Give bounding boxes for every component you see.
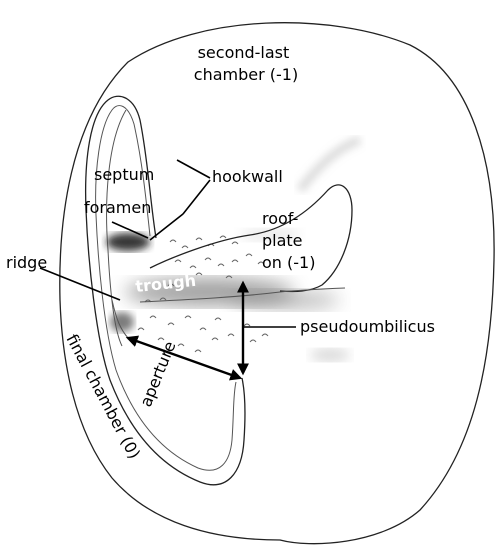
label-pseudoumbilicus: pseudoumbilicus xyxy=(300,317,435,336)
label-ridge: ridge xyxy=(6,253,47,272)
label-second-last-chamber: second-last chamber (-1) xyxy=(194,43,298,84)
label-septum: septum xyxy=(94,165,154,184)
label-aperture: aperture xyxy=(136,339,179,410)
label-foramen: foramen xyxy=(84,198,151,217)
measure-arrows xyxy=(125,280,249,381)
label-roof-line1: roof- xyxy=(262,209,298,228)
hookwall-line xyxy=(106,109,127,347)
roof-plate-outline xyxy=(149,184,353,293)
label-second-last-line2: chamber (-1) xyxy=(194,65,298,84)
label-second-last-line1: second-last xyxy=(198,43,290,62)
label-hookwall: hookwall xyxy=(212,167,283,186)
label-roof-plate: roof- plate on (-1) xyxy=(262,209,315,272)
shading xyxy=(106,135,362,361)
label-final-chamber: final chamber (0) xyxy=(62,331,144,462)
label-roof-line2: plate xyxy=(262,231,303,250)
septum-inner xyxy=(95,105,237,471)
test-outline xyxy=(59,22,495,545)
trough-edge xyxy=(139,287,346,303)
label-roof-line3: on (-1) xyxy=(262,253,315,272)
septum-outline xyxy=(85,95,246,486)
pore-texture xyxy=(137,235,269,353)
leader-lines xyxy=(39,159,296,328)
